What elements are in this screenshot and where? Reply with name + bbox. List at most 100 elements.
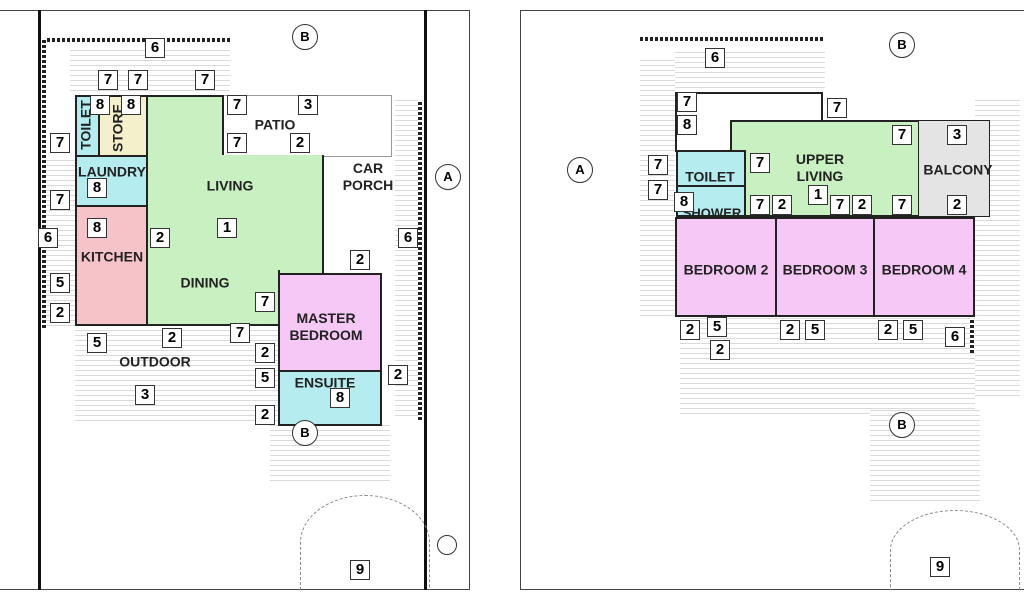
key-tag: 2 bbox=[680, 320, 700, 340]
section-marker-b: B bbox=[889, 412, 915, 438]
key-tag: 5 bbox=[255, 368, 275, 388]
label-bedroom-4: BEDROOM 4 bbox=[881, 261, 967, 278]
key-tag: 2 bbox=[350, 250, 370, 270]
fence-right bbox=[970, 318, 974, 353]
key-tag: 7 bbox=[98, 70, 118, 90]
key-tag: 2 bbox=[780, 320, 800, 340]
fence-top bbox=[42, 38, 232, 42]
key-tag: 7 bbox=[230, 323, 250, 343]
boundary-wall-right bbox=[424, 10, 427, 590]
key-tag: 5 bbox=[50, 273, 70, 293]
room-living bbox=[146, 155, 324, 275]
label-bedroom-3: BEDROOM 3 bbox=[782, 261, 868, 278]
key-tag: 2 bbox=[255, 405, 275, 425]
key-tag: 6 bbox=[705, 48, 725, 68]
label-toilet: TOILET bbox=[685, 168, 735, 185]
key-tag: 2 bbox=[50, 303, 70, 323]
key-tag: 7 bbox=[227, 95, 247, 115]
label-ensuite: ENSUITE bbox=[294, 374, 356, 391]
key-tag: 7 bbox=[750, 153, 770, 173]
key-tag: 7 bbox=[892, 125, 912, 145]
key-tag: 8 bbox=[677, 115, 697, 135]
section-marker-b: B bbox=[292, 24, 318, 50]
upper-plan-frame bbox=[520, 10, 1024, 590]
key-tag: 6 bbox=[38, 228, 58, 248]
key-tag: 5 bbox=[87, 333, 107, 353]
section-marker-a: A bbox=[567, 157, 593, 183]
key-tag: 8 bbox=[87, 218, 107, 238]
key-tag: 7 bbox=[892, 195, 912, 215]
boundary-wall-left bbox=[38, 10, 41, 590]
label-laundry: LAUNDRY bbox=[78, 163, 146, 180]
key-tag: 5 bbox=[707, 317, 727, 337]
key-tag: 7 bbox=[750, 195, 770, 215]
section-marker-b: B bbox=[292, 420, 318, 446]
key-tag: 8 bbox=[121, 95, 141, 115]
key-tag: 7 bbox=[128, 70, 148, 90]
label-upper-living: UPPER LIVING bbox=[795, 151, 845, 184]
fence-right bbox=[418, 100, 422, 420]
label-master-bedroom: MASTER BEDROOM bbox=[289, 310, 363, 343]
key-tag: 3 bbox=[135, 385, 155, 405]
key-tag: 6 bbox=[398, 228, 418, 248]
key-tag: 6 bbox=[945, 327, 965, 347]
key-tag: 2 bbox=[162, 328, 182, 348]
key-tag: 7 bbox=[50, 190, 70, 210]
key-tag: 8 bbox=[330, 388, 350, 408]
room-bedroom-4 bbox=[873, 217, 975, 317]
room-kitchen bbox=[75, 205, 148, 326]
key-tag: 2 bbox=[290, 133, 310, 153]
section-marker-b: B bbox=[889, 32, 915, 58]
key-tag: 3 bbox=[947, 125, 967, 145]
key-tag: 7 bbox=[648, 180, 668, 200]
roof-top bbox=[675, 50, 825, 92]
key-tag: 1 bbox=[808, 185, 828, 205]
key-tag: 7 bbox=[830, 195, 850, 215]
key-tag: 5 bbox=[805, 320, 825, 340]
stair-area bbox=[146, 95, 224, 157]
key-tag: 7 bbox=[227, 133, 247, 153]
key-tag: 5 bbox=[903, 320, 923, 340]
label-car-porch: CAR PORCH bbox=[342, 160, 394, 193]
key-tag: 2 bbox=[947, 195, 967, 215]
key-tag: 8 bbox=[674, 192, 694, 212]
key-tag: 2 bbox=[878, 320, 898, 340]
key-tag: 7 bbox=[827, 98, 847, 118]
room-toilet bbox=[676, 150, 746, 187]
key-tag: 7 bbox=[648, 155, 668, 175]
roof-bottom bbox=[680, 318, 975, 418]
key-tag: 2 bbox=[388, 365, 408, 385]
key-tag: 2 bbox=[852, 195, 872, 215]
north-arrow-icon bbox=[437, 535, 457, 555]
key-tag: 8 bbox=[87, 178, 107, 198]
label-living: LIVING bbox=[206, 177, 254, 194]
key-tag: 3 bbox=[298, 95, 318, 115]
key-tag: 1 bbox=[217, 218, 237, 238]
key-tag: 7 bbox=[677, 92, 697, 112]
fence-left bbox=[42, 38, 46, 328]
roof-lower bbox=[870, 410, 980, 505]
room-master-bedroom bbox=[278, 273, 382, 372]
section-marker-a: A bbox=[435, 164, 461, 190]
room-bedroom-3 bbox=[775, 217, 875, 317]
key-tag: 7 bbox=[50, 133, 70, 153]
key-tag: 6 bbox=[145, 38, 165, 58]
label-dining: DINING bbox=[180, 274, 230, 291]
key-tag: 2 bbox=[772, 195, 792, 215]
label-outdoor: OUTDOOR bbox=[119, 353, 191, 370]
rear-deck bbox=[270, 425, 390, 485]
fence-top bbox=[640, 37, 825, 41]
key-tag: 7 bbox=[255, 292, 275, 312]
label-kitchen: KITCHEN bbox=[80, 248, 144, 265]
label-bedroom-2: BEDROOM 2 bbox=[683, 261, 769, 278]
key-tag: 2 bbox=[150, 228, 170, 248]
tree-outline bbox=[890, 510, 1020, 590]
key-tag: 2 bbox=[710, 340, 730, 360]
tree-outline bbox=[300, 495, 430, 590]
label-balcony: BALCONY bbox=[923, 161, 993, 178]
label-patio: PATIO bbox=[254, 116, 296, 133]
room-bedroom-2 bbox=[675, 217, 777, 317]
key-tag: 8 bbox=[90, 95, 110, 115]
ground-plan-frame bbox=[0, 10, 470, 590]
key-tag: 2 bbox=[255, 343, 275, 363]
